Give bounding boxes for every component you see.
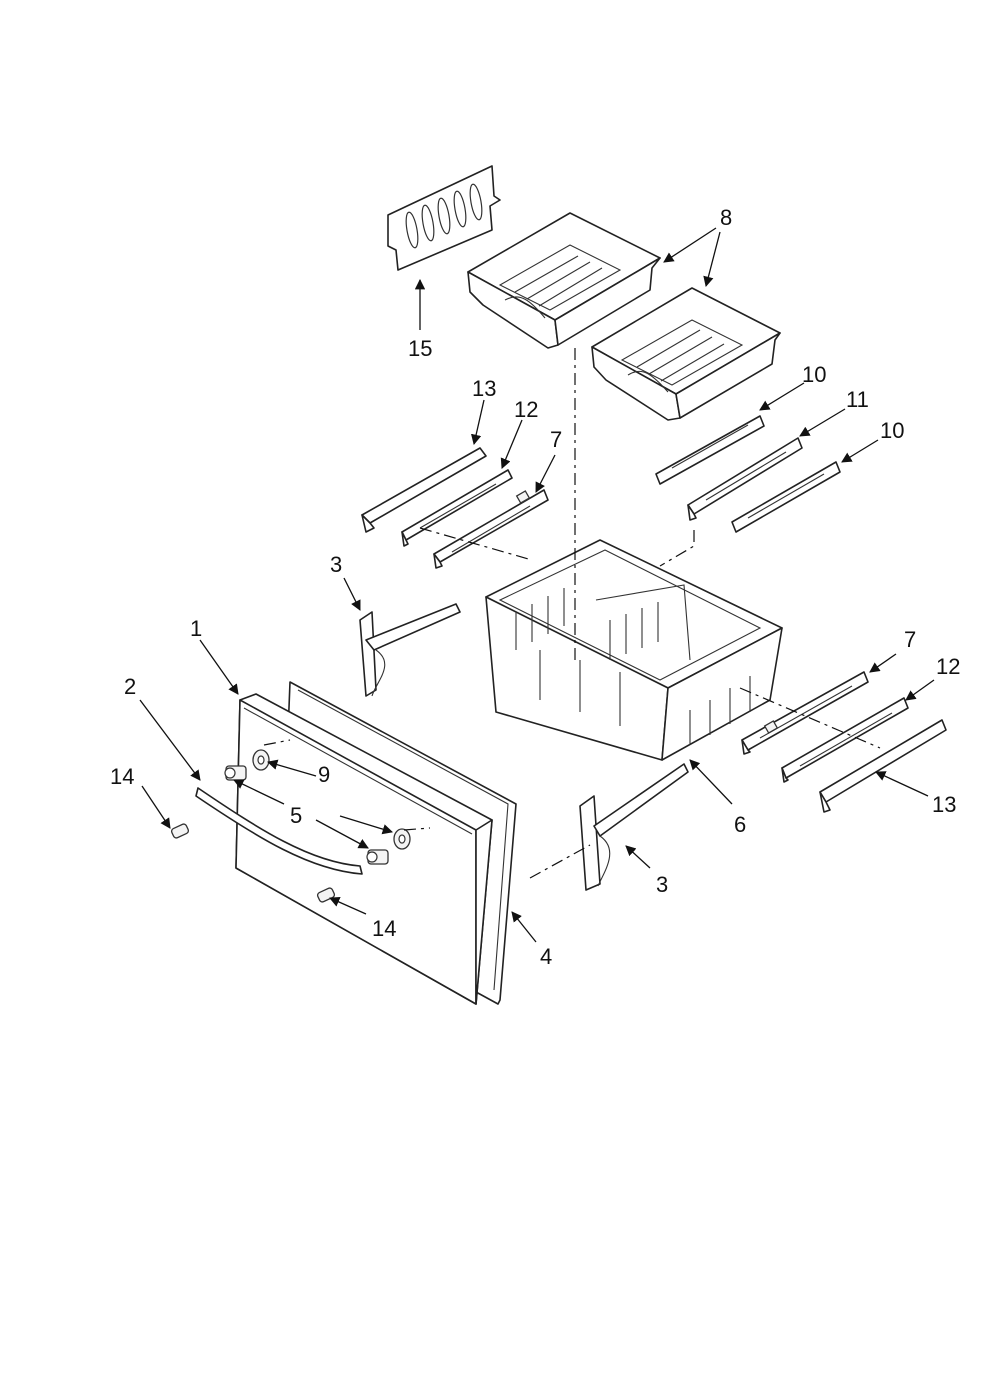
callout-11: 11 — [846, 387, 869, 412]
part-11-slide-middle — [687, 437, 803, 521]
callout-13-upper: 13 — [472, 376, 496, 401]
callout-14-left: 14 — [110, 764, 134, 789]
callout-9: 9 — [318, 762, 330, 787]
part-2-handle — [195, 787, 363, 875]
callout-10-lower: 10 — [880, 418, 904, 443]
part-3-bracket-upper — [359, 603, 461, 697]
callout-3-lower: 3 — [656, 872, 668, 897]
part-9-spacer-lower — [393, 828, 411, 850]
part-13-slide-cover-left — [361, 447, 487, 533]
callout-6: 6 — [734, 812, 746, 837]
callout-7-upper: 7 — [550, 427, 562, 452]
callout-13-lower: 13 — [932, 792, 956, 817]
part-9-spacer-upper — [252, 749, 270, 771]
callout-3-upper: 3 — [330, 552, 342, 577]
part-12-slide-rail-left — [401, 469, 513, 547]
callout-7-lower: 7 — [904, 627, 916, 652]
part-7-slide-left — [433, 489, 549, 569]
part-5-screw-lower — [366, 849, 389, 865]
callout-12-upper: 12 — [514, 397, 538, 422]
part-10-slide-upper — [655, 415, 765, 485]
callout-5: 5 — [290, 803, 302, 828]
leader-lines — [139, 227, 935, 943]
alignment-lines — [263, 348, 881, 879]
part-15-divider — [387, 165, 501, 271]
part-5-screw-upper — [224, 765, 247, 781]
part-6-lower-basket — [485, 539, 783, 761]
callout-12-lower: 12 — [936, 654, 960, 679]
part-10-slide-lower — [731, 461, 841, 533]
callout-10-upper: 10 — [802, 362, 826, 387]
callout-15: 15 — [408, 336, 432, 361]
callout-1: 1 — [190, 616, 202, 641]
part-8-basket-right — [591, 287, 781, 421]
part-12-slide-rail-right — [781, 697, 909, 783]
callout-4: 4 — [540, 944, 552, 969]
part-8-basket-left — [467, 212, 661, 349]
callout-labels: 15 8 13 12 7 10 11 10 3 1 2 14 9 5 14 4 … — [110, 205, 960, 969]
callout-14-lower: 14 — [372, 916, 396, 941]
part-14-plug-left — [170, 823, 190, 839]
part-7-slide-right — [741, 671, 869, 755]
part-3-bracket-lower — [579, 763, 689, 891]
part-13-slide-cover-right — [819, 719, 947, 813]
callout-2: 2 — [124, 674, 136, 699]
callout-8: 8 — [720, 205, 732, 230]
